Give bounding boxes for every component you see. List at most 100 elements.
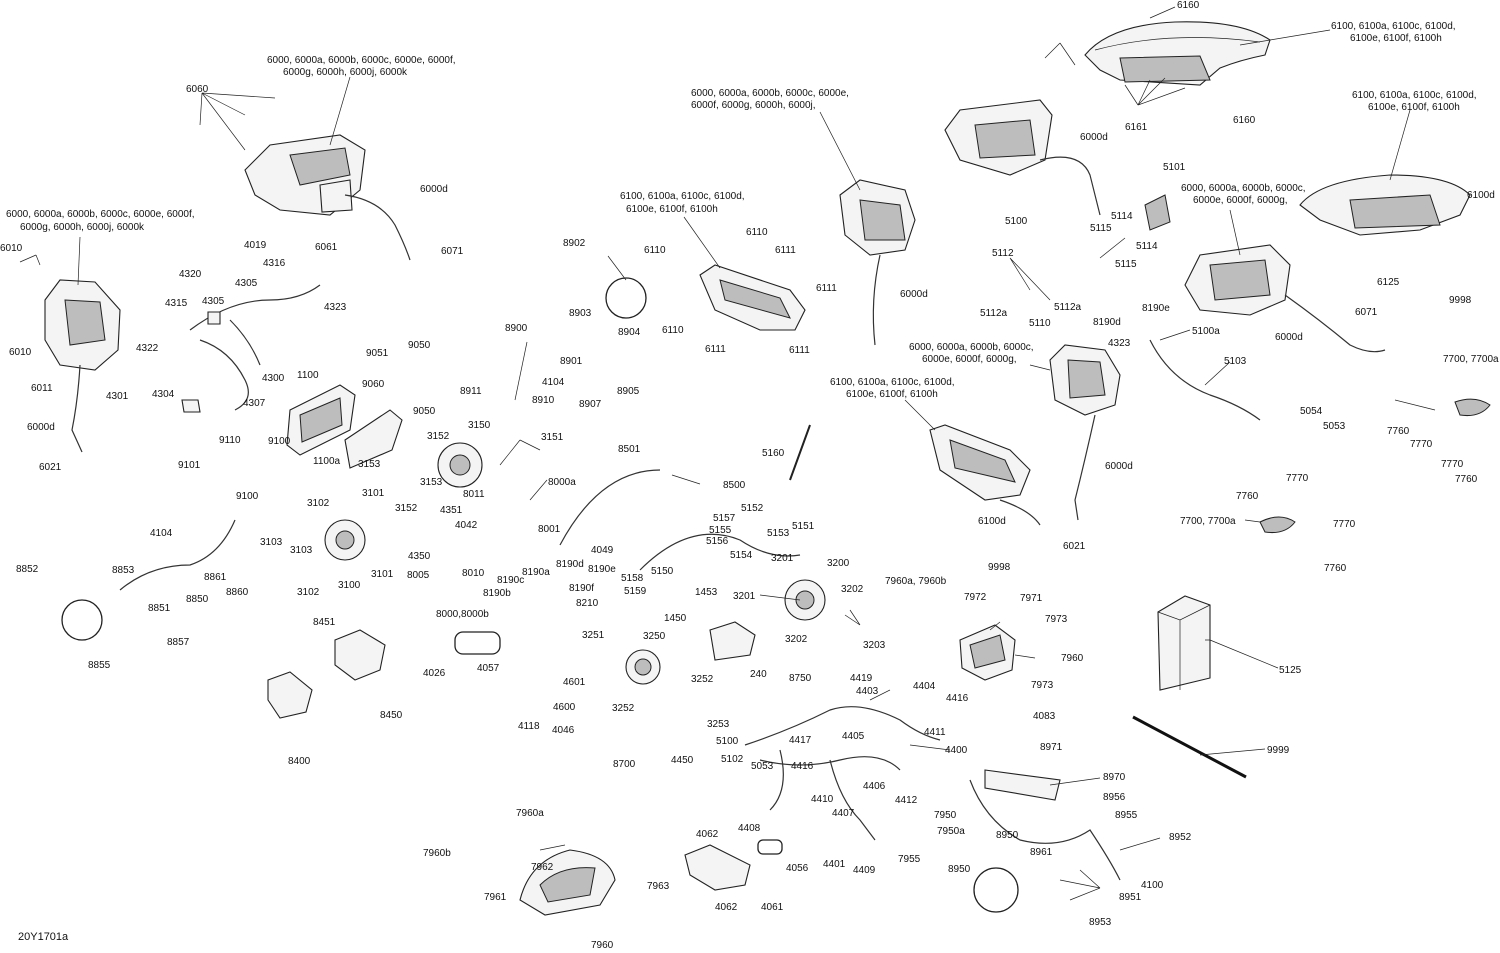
label: 4409 bbox=[853, 865, 876, 876]
label: 7950a bbox=[937, 826, 965, 837]
label: 9101 bbox=[178, 460, 201, 471]
label: 6021 bbox=[39, 462, 62, 473]
label: 4601 bbox=[563, 677, 586, 688]
label: 7973 bbox=[1031, 680, 1054, 691]
label: 8950 bbox=[996, 830, 1019, 841]
turn-signal-7700-upper bbox=[1454, 398, 1491, 416]
label: 7962 bbox=[531, 862, 554, 873]
cowl-6100-center bbox=[699, 264, 806, 331]
label: 5112a bbox=[980, 308, 1008, 319]
turn-signal-7700-lower bbox=[1259, 516, 1296, 533]
label: 4305 bbox=[235, 278, 258, 289]
label: 3150 bbox=[468, 420, 491, 431]
label: 8190e bbox=[1142, 303, 1170, 314]
label: 5100a bbox=[1192, 326, 1220, 337]
label: 8190f bbox=[569, 583, 594, 594]
label: 8190a bbox=[522, 567, 550, 578]
headlight-6000-top-left bbox=[244, 134, 411, 261]
label: 8190b bbox=[483, 588, 511, 599]
label: 3253 bbox=[707, 719, 730, 730]
module-8450 bbox=[334, 629, 386, 681]
label: 4600 bbox=[553, 702, 576, 713]
label: 6071 bbox=[1355, 307, 1378, 318]
label: 4408 bbox=[738, 823, 761, 834]
label: 8851 bbox=[148, 603, 171, 614]
headlight-6000-mid-right bbox=[1049, 344, 1121, 521]
label: 5152 bbox=[741, 503, 764, 514]
label: 6000f, 6000g, 6000h, 6000j, bbox=[691, 100, 816, 111]
label: 6110 bbox=[746, 227, 768, 238]
label: 6160 bbox=[1233, 115, 1256, 126]
label: 5157 bbox=[713, 513, 736, 524]
harness-5150 bbox=[559, 469, 801, 571]
label: 5112 bbox=[992, 248, 1014, 259]
speaker-3250 bbox=[625, 649, 661, 685]
label: 4404 bbox=[913, 681, 936, 692]
label: 7770 bbox=[1333, 519, 1356, 530]
parts-drawings bbox=[44, 21, 1491, 916]
label: 6100, 6100a, 6100c, 6100d, bbox=[620, 191, 745, 202]
label: 6000g, 6000h, 6000j, 6000k bbox=[20, 222, 145, 233]
label: 4407 bbox=[832, 808, 855, 819]
label: 6111 bbox=[705, 344, 726, 355]
label: 8190c bbox=[497, 575, 524, 586]
label: 3200 bbox=[827, 558, 850, 569]
harness-4400 bbox=[744, 706, 941, 841]
label: 4411 bbox=[924, 727, 946, 738]
label: 3103 bbox=[260, 537, 283, 548]
module-5101 bbox=[1144, 194, 1171, 231]
label: 4062 bbox=[715, 902, 738, 913]
label: 6071 bbox=[441, 246, 464, 257]
label: 4307 bbox=[243, 398, 266, 409]
label: 8860 bbox=[226, 587, 249, 598]
antenna-9999 bbox=[1132, 715, 1247, 779]
label: 4056 bbox=[786, 863, 809, 874]
label: 7960 bbox=[1061, 653, 1084, 664]
label: 5101 bbox=[1163, 162, 1186, 173]
label: 6110 bbox=[662, 325, 684, 336]
label: 4405 bbox=[842, 731, 865, 742]
label: 6111 bbox=[775, 245, 796, 256]
label: 6000, 6000a, 6000b, 6000c, 6000e, 6000f, bbox=[6, 209, 195, 220]
label: 7760 bbox=[1455, 474, 1478, 485]
label: 8861 bbox=[204, 572, 227, 583]
label: 8190d bbox=[556, 559, 584, 570]
label: 5159 bbox=[624, 586, 647, 597]
headlight-6000-upper bbox=[944, 99, 1101, 216]
label: 6021 bbox=[1063, 541, 1086, 552]
label: 3153 bbox=[420, 477, 443, 488]
label: 3152 bbox=[395, 503, 418, 514]
label: 3151 bbox=[541, 432, 564, 443]
label: 7960a, 7960b bbox=[885, 576, 947, 587]
label: 9110 bbox=[219, 435, 241, 446]
label: 6000d bbox=[27, 422, 55, 433]
label: 4316 bbox=[263, 258, 286, 269]
label: 8956 bbox=[1103, 792, 1126, 803]
label: 4019 bbox=[244, 240, 267, 251]
label: 8500 bbox=[723, 480, 746, 491]
label: 5115 bbox=[1115, 259, 1137, 270]
harness-8850 bbox=[119, 519, 236, 591]
headlight-6100-right bbox=[1299, 174, 1471, 236]
label: 8951 bbox=[1119, 892, 1142, 903]
label: 7950 bbox=[934, 810, 957, 821]
label: 4315 bbox=[165, 298, 188, 309]
label: 5112a bbox=[1054, 302, 1082, 313]
label: 8853 bbox=[112, 565, 135, 576]
bracket-4061 bbox=[684, 844, 751, 891]
label: 6000d bbox=[1080, 132, 1108, 143]
label: 8955 bbox=[1115, 810, 1138, 821]
label: 8400 bbox=[288, 756, 311, 767]
label: 3103 bbox=[290, 545, 313, 556]
box-5125 bbox=[1157, 595, 1211, 691]
taillight-module-7960 bbox=[959, 624, 1016, 681]
label: 6000d bbox=[420, 184, 448, 195]
label: 6100, 6100a, 6100c, 6100d, bbox=[1352, 90, 1477, 101]
label: 5100 bbox=[716, 736, 739, 747]
label: 8952 bbox=[1169, 832, 1192, 843]
label: 6100d bbox=[978, 516, 1006, 527]
label: 5151 bbox=[792, 521, 815, 532]
label: 5115 bbox=[1090, 223, 1112, 234]
label: 7770 bbox=[1286, 473, 1309, 484]
